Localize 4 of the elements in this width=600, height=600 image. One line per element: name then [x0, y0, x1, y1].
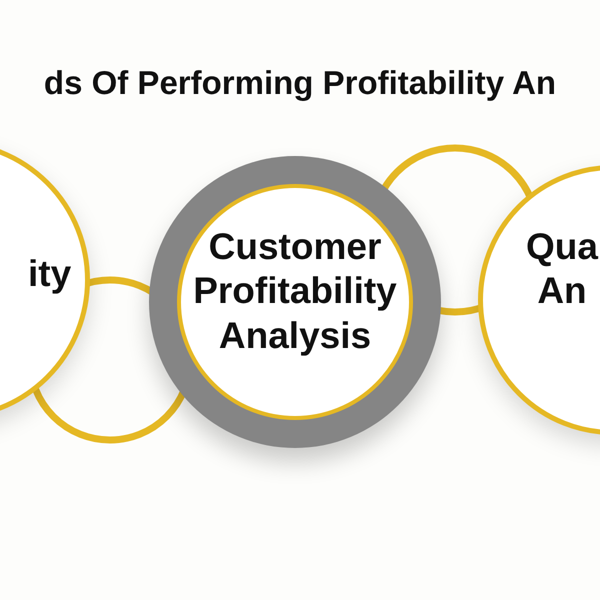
node-label: ity — [28, 252, 72, 296]
title: ds Of Performing Profitability An — [42, 64, 558, 102]
node-label: Customer Profitability Analysis — [192, 225, 398, 358]
node-label: Qua An — [525, 225, 600, 314]
